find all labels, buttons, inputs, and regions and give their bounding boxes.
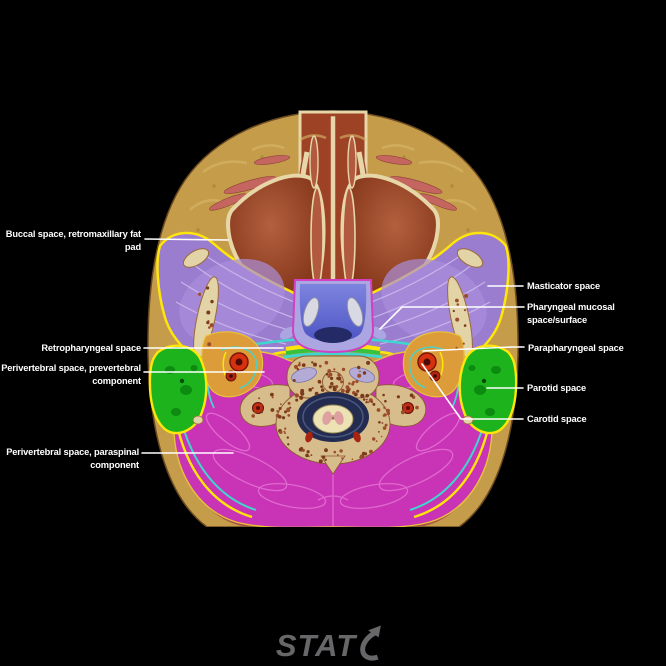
label-perivertebral-prevertebral: Perivertebral space, prevertebral compon… <box>1 363 265 386</box>
label-text: Carotid space <box>527 414 587 424</box>
airway <box>314 327 352 343</box>
label-masticator-space: Masticator space <box>487 281 600 291</box>
label-text: Masticator space <box>527 281 600 291</box>
label-text: Buccal space, retromaxillary fat <box>6 229 141 239</box>
label-pharyngeal-mucosal-space: Pharyngeal mucosal space/surface <box>379 302 615 330</box>
label-perivertebral-paraspinal: Perivertebral space, paraspinal componen… <box>6 447 234 470</box>
torus-tubarius <box>346 297 364 327</box>
facet <box>349 367 375 383</box>
gray-matter <box>334 411 344 425</box>
label-parotid-space: Parotid space <box>486 383 586 393</box>
label-buccal-space: Buccal space, retromaxillary fat pad <box>6 229 229 252</box>
label-carotid-space: Carotid space <box>421 363 587 424</box>
leader-line <box>421 363 524 420</box>
label-text: space/surface <box>527 315 587 325</box>
leader-line <box>144 238 229 241</box>
nasal-septum <box>330 115 336 281</box>
label-text: component <box>90 460 139 470</box>
label-text: Retropharyngeal space <box>41 343 141 353</box>
stat-watermark: STAT <box>276 625 381 663</box>
annotation-labels: Buccal space, retromaxillary fat pad Ret… <box>1 229 624 470</box>
spinous-process <box>320 455 346 475</box>
label-text: Parapharyngeal space <box>528 343 624 353</box>
pharynx <box>279 279 387 354</box>
label-text: Pharyngeal mucosal <box>527 302 615 312</box>
stat-logo-text: STAT <box>276 628 358 663</box>
torus-tubarius <box>302 297 320 327</box>
label-parapharyngeal-space: Parapharyngeal space <box>422 343 624 353</box>
label-retropharyngeal-space: Retropharyngeal space <box>41 343 284 353</box>
cervical-vertebra <box>239 355 427 475</box>
facet <box>291 367 317 383</box>
label-text: component <box>92 376 141 386</box>
muscle-bundle-outlines <box>205 371 461 526</box>
leader-line <box>379 306 525 330</box>
bone-marrow-speckles <box>198 286 469 464</box>
label-text: Parotid space <box>527 383 586 393</box>
gray-matter <box>322 411 332 425</box>
label-text: Perivertebral space, paraspinal <box>6 447 139 457</box>
leader-line <box>422 346 525 352</box>
stat-swoosh-icon <box>360 625 381 661</box>
label-text: pad <box>125 242 142 252</box>
label-text: Perivertebral space, prevertebral <box>1 363 141 373</box>
